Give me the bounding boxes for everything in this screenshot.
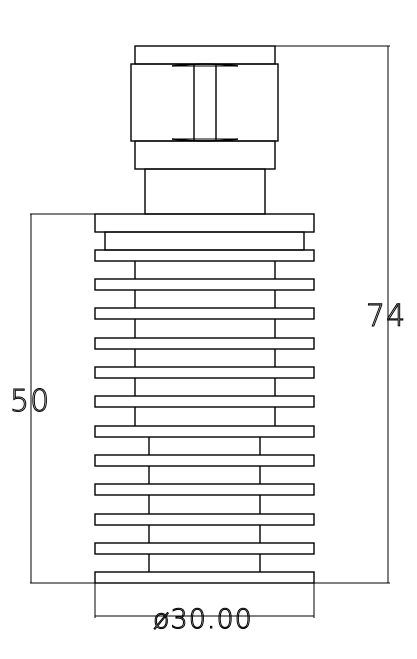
- heatsink-fin: [94, 513, 315, 526]
- heatsink-fin: [94, 278, 315, 291]
- heatsink-core: [134, 261, 276, 572]
- overall-height-label: 74: [366, 299, 406, 334]
- heatsink-fin: [94, 366, 315, 379]
- heatsink-fin: [94, 307, 315, 320]
- body-height-label: 50: [10, 384, 50, 419]
- dimension-overall-height: 74: [275, 45, 406, 584]
- top-fitting: [130, 45, 279, 215]
- heatsink-fin: [94, 542, 315, 555]
- dimension-body-height: 50: [10, 213, 95, 584]
- heatsink-fin: [94, 337, 315, 350]
- heatsink-fin: [94, 249, 315, 262]
- heatsink-fins: [94, 249, 315, 555]
- heatsink-fin: [94, 395, 315, 408]
- dimension-diameter: ø30.00: [94, 583, 315, 636]
- heatsink-fin: [94, 425, 315, 438]
- heatsink-body: [94, 213, 315, 584]
- heatsink-fin: [94, 454, 315, 467]
- heatsink-fin: [94, 483, 315, 496]
- diameter-label: ø30.00: [153, 604, 253, 635]
